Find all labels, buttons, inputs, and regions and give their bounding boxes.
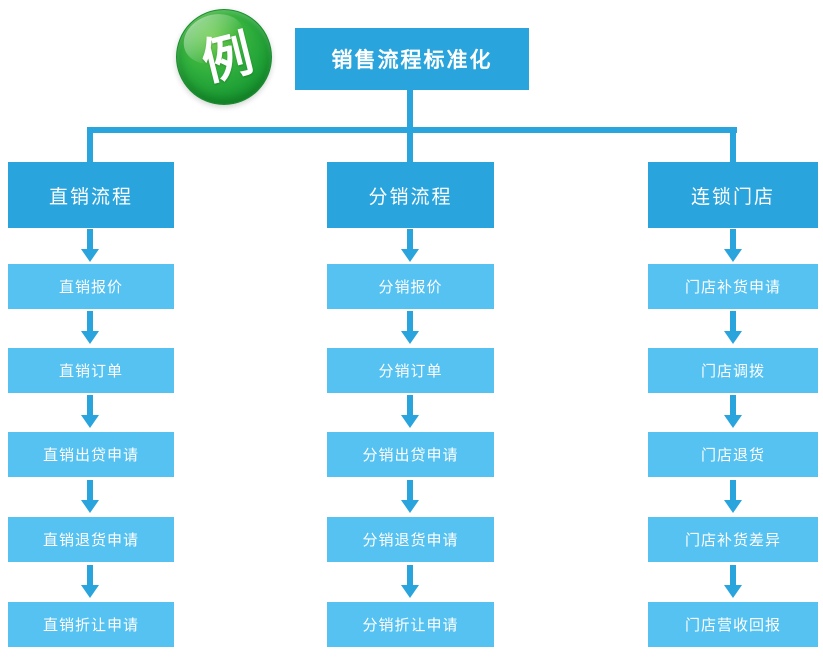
node-col2-item5: 分销折让申请	[327, 602, 494, 647]
node-col3-item1: 门店补货申请	[648, 264, 818, 309]
arrow-down-icon	[81, 480, 99, 513]
connector-line	[407, 90, 413, 127]
node-label: 直销报价	[58, 279, 123, 296]
node-label: 直销出贷申请	[42, 447, 139, 464]
arrow-down-icon	[401, 229, 419, 262]
node-col1-item3: 直销出贷申请	[8, 432, 174, 477]
arrow-down-icon	[401, 565, 419, 598]
node-col3-item5: 门店营收回报	[648, 602, 818, 647]
arrow-down-icon	[724, 480, 742, 513]
node-col2-header: 分销流程	[327, 162, 494, 228]
arrow-down-icon	[81, 311, 99, 344]
node-label: 门店补货申请	[684, 279, 781, 296]
node-label: 直销流程	[48, 186, 133, 208]
root-node-label: 销售流程标准化	[331, 49, 493, 72]
node-col1-item2: 直销订单	[8, 348, 174, 393]
node-label: 门店营收回报	[684, 617, 781, 634]
arrow-down-icon	[81, 565, 99, 598]
node-label: 分销退货申请	[362, 532, 459, 549]
node-label: 直销订单	[58, 363, 123, 380]
connector-line	[730, 133, 736, 162]
node-label: 连锁门店	[690, 186, 775, 208]
example-badge-icon: 例	[176, 9, 272, 105]
node-col2-item1: 分销报价	[327, 264, 494, 309]
arrow-down-icon	[401, 480, 419, 513]
arrow-down-icon	[724, 311, 742, 344]
node-col1-item4: 直销退货申请	[8, 517, 174, 562]
node-col3-header: 连锁门店	[648, 162, 818, 228]
arrow-down-icon	[724, 395, 742, 428]
node-label: 门店调拨	[700, 363, 765, 380]
connector-line	[87, 127, 737, 133]
node-label: 分销订单	[378, 363, 443, 380]
node-col2-item3: 分销出贷申请	[327, 432, 494, 477]
arrow-down-icon	[724, 565, 742, 598]
arrow-down-icon	[724, 229, 742, 262]
arrow-down-icon	[401, 311, 419, 344]
node-label: 分销流程	[368, 186, 453, 208]
arrow-down-icon	[81, 395, 99, 428]
node-col2-item4: 分销退货申请	[327, 517, 494, 562]
node-label: 直销折让申请	[42, 617, 139, 634]
node-label: 分销报价	[378, 279, 443, 296]
node-label: 分销折让申请	[362, 617, 459, 634]
node-col1-item5: 直销折让申请	[8, 602, 174, 647]
connector-line	[407, 133, 413, 162]
example-badge-label: 例	[196, 24, 259, 92]
node-label: 门店补货差异	[684, 532, 781, 549]
arrow-down-icon	[401, 395, 419, 428]
node-col1-header: 直销流程	[8, 162, 174, 228]
connector-line	[87, 133, 93, 162]
node-col3-item3: 门店退货	[648, 432, 818, 477]
root-node: 销售流程标准化	[295, 28, 529, 90]
node-col2-item2: 分销订单	[327, 348, 494, 393]
node-label: 直销退货申请	[42, 532, 139, 549]
node-col1-item1: 直销报价	[8, 264, 174, 309]
arrow-down-icon	[81, 229, 99, 262]
node-col3-item2: 门店调拨	[648, 348, 818, 393]
node-label: 分销出贷申请	[362, 447, 459, 464]
node-col3-item4: 门店补货差异	[648, 517, 818, 562]
node-label: 门店退货	[700, 447, 765, 464]
